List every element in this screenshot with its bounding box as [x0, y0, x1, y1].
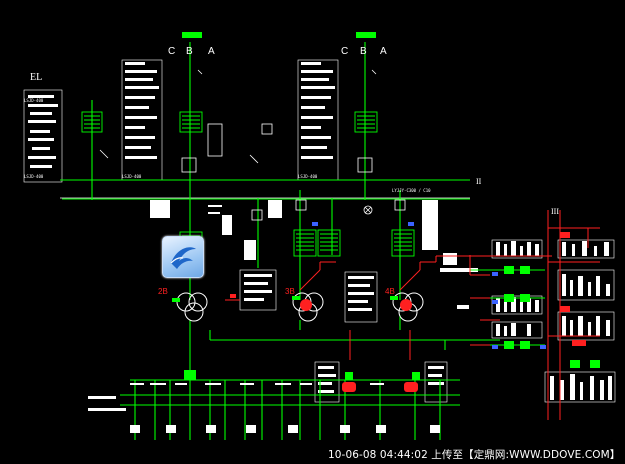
phase-b-label: B	[186, 46, 193, 57]
pt-label-4: LSJD-400	[298, 174, 318, 179]
bus-section-label: II	[476, 177, 482, 186]
phase-b-label-2: B	[360, 46, 367, 57]
blue-markers	[312, 222, 546, 349]
top-terminal-tabs	[182, 32, 376, 38]
transformer-4b-label: 4B	[385, 287, 395, 296]
panel-breakers	[184, 266, 600, 380]
el-label: EL	[30, 72, 42, 83]
red-control-wiring	[225, 210, 600, 420]
phase-a-label: A	[208, 46, 215, 57]
current-transformer-stacks	[81, 111, 415, 257]
pt-label-2: LSJD-400	[24, 174, 44, 179]
main-busbars	[60, 42, 545, 440]
transformer-2b-label: 2B	[158, 287, 168, 296]
equipment-tables	[23, 59, 616, 411]
minor-annotations	[130, 383, 440, 433]
pt-label-1: LSJD-400	[24, 98, 44, 103]
phase-a-label-2: A	[380, 46, 387, 57]
upload-footer: 10-06-08 04:44:02 上传至【定鼎网:WWW.DDOVE.COM】	[328, 449, 621, 461]
bus-section-label-right: III	[551, 207, 559, 216]
switchgear-symbols	[99, 69, 406, 221]
pt-label-3: LSJD-400	[122, 174, 142, 179]
cad-app-icon[interactable]	[162, 236, 204, 278]
bus-tag-label: LYJJY-C300 / C10	[392, 188, 431, 193]
transformer-3b-label: 3B	[285, 287, 295, 296]
phase-c-label: C	[168, 46, 175, 57]
red-components	[230, 232, 586, 392]
cad-swoosh-icon	[170, 247, 196, 269]
transformer-marks	[172, 296, 398, 302]
phase-c-label-2: C	[341, 46, 348, 57]
